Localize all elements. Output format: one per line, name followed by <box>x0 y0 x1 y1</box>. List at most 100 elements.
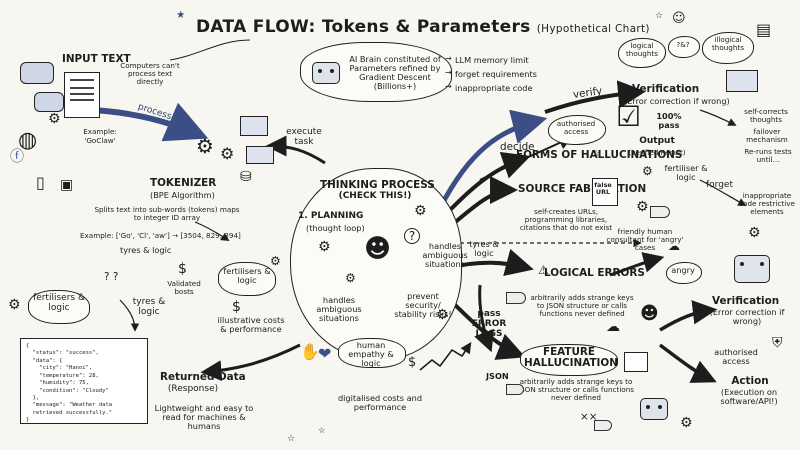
authorised-bottom: authorised access <box>714 347 758 367</box>
decide-label: decide <box>500 141 535 153</box>
gear-icon: ⚙ <box>345 271 356 285</box>
self-corrects: self-corrects thoughts <box>744 107 788 124</box>
arrow-execute <box>265 135 326 165</box>
tokenizer-fertilisers: fertilisers & logic <box>223 266 271 286</box>
reruns: Re-runs tests until... <box>744 147 792 164</box>
gear-icon: ⚙ <box>680 415 693 431</box>
input-heading: INPUT TEXT <box>62 53 131 65</box>
example-value: 'GoClaw' <box>84 136 116 145</box>
example-label: Example: <box>83 127 117 136</box>
thought-bubble <box>618 38 666 68</box>
inappropriate-restrictive: inappropriate code restrictive elements <box>739 191 795 216</box>
json-line: } <box>26 417 30 424</box>
robot-icon <box>734 255 770 283</box>
arrow-right-icon: → <box>445 82 452 91</box>
gear-icon: ⚙ <box>48 111 61 127</box>
verification-heading: Verification <box>712 295 780 307</box>
verification-sub: (Error correction if wrong) <box>709 307 785 327</box>
thought-q: ?&? <box>676 40 690 49</box>
tokenizer-tyres: tyres & logic <box>120 245 172 255</box>
action-heading: Action <box>731 375 769 387</box>
json-line: { <box>26 343 30 349</box>
page-title: DATA FLOW: Tokens & Parameters (Hypothet… <box>196 18 650 37</box>
star-icon: ☆ <box>318 425 326 435</box>
forget-label: forget <box>706 180 733 190</box>
logical-desc: arbitrarily adds strange keys to JSON st… <box>530 293 634 318</box>
title-main: DATA FLOW: Tokens & Parameters <box>196 17 531 37</box>
package-icon: ▣ <box>60 177 74 193</box>
arrow-pass-logs <box>474 284 494 353</box>
facebook-icon: ⓕ <box>10 149 24 165</box>
json-line: "city": "Hanoi", <box>26 365 93 372</box>
robot-icon <box>640 398 668 420</box>
thought-left: logical thoughts <box>625 41 658 58</box>
chat-bubble-icon: ☁ <box>606 319 620 335</box>
empathy-label: human empathy & logic <box>348 340 394 369</box>
returned-tyres: tyres & logic <box>132 297 166 317</box>
question-marks: ? ? <box>104 271 119 283</box>
returned-fertilisers: fertilisers & logic <box>33 293 85 313</box>
pass-logs: pass ERROR LOGS <box>471 309 507 339</box>
arrow-verify <box>544 80 646 114</box>
chat-bubble-icon <box>20 62 54 84</box>
laptop-icon <box>246 146 274 164</box>
brain-text: AI Brain constituted of Parameters refin… <box>349 54 441 92</box>
friendly-consultant: friendly human consultant for 'angry' ca… <box>606 227 684 252</box>
action-sub: (Execution on software/API!) <box>720 387 778 407</box>
arrow-to-hallucinations <box>437 109 548 210</box>
arrow-returned <box>200 343 301 382</box>
dollar-coin-icon: $ <box>178 261 187 277</box>
handles-left: handles ambiguous situations <box>316 295 362 324</box>
returned-sub: (Response) <box>167 384 219 394</box>
json-line: }, <box>26 394 40 401</box>
json-line: "temperature": 28, <box>26 372 99 379</box>
star-icon: ☆ <box>592 149 601 159</box>
database-icon: ⛁ <box>240 169 252 185</box>
source-heading: SOURCE FABRICATION <box>518 183 647 195</box>
tokenizer-desc: Splits text into sub-words (tokens) maps… <box>94 205 240 222</box>
returned-fertilisers-cloud <box>28 290 90 324</box>
pass-label: 100% pass <box>656 111 682 131</box>
document-icon <box>592 178 618 206</box>
laptop-icon <box>726 70 758 92</box>
gear-icon: ⚙ <box>196 134 214 158</box>
warning-icon: ⚠ <box>538 263 549 277</box>
chat-bubble-icon: ☁ <box>668 239 680 253</box>
authorised-top: authorised access <box>556 119 596 136</box>
thinking-check: (CHECK THIS!) <box>338 191 412 201</box>
source-desc: self-creates URLs, programming libraries… <box>519 207 613 232</box>
brain-icon: ☻ <box>364 234 392 264</box>
returned-desc: Lightweight and easy to read for machine… <box>154 403 254 432</box>
gear-icon: ⚙ <box>318 239 331 255</box>
cross-marks: ×× <box>580 411 598 423</box>
thinking-heading: THINKING PROCESS <box>320 179 435 191</box>
brain-issue: LLM memory limit <box>455 55 529 65</box>
json-response-box: { "status": "success", "data": { "city":… <box>20 338 148 424</box>
shield-icon: ⛨ <box>772 335 783 351</box>
question-icon: ? <box>404 228 420 244</box>
checkmark-icon: ☑ <box>616 100 642 133</box>
tokenizer-heading: TOKENIZER <box>150 177 217 189</box>
gear-icon: ⚙ <box>8 297 21 313</box>
thought-bubble <box>702 32 754 64</box>
json-line: retrieved successfully." <box>26 409 113 416</box>
validated-bosts: Validated bosts <box>167 279 201 296</box>
json-line: "status": "success", <box>26 350 99 357</box>
verification-top-heading: Verification <box>632 83 700 95</box>
input-note: Computers can't process text directly <box>120 61 180 86</box>
json-tag: JSON <box>486 371 509 381</box>
logic-gate-icon <box>594 420 612 431</box>
hallucinations-tyres: tyres & logic <box>469 239 499 259</box>
gear-icon: ⚙ <box>636 199 649 215</box>
thought-bubble <box>668 36 700 58</box>
planning-label: 1. PLANNING <box>298 211 364 221</box>
hallucinations-heading: FORMS OF HALLUCINATIONS <box>516 149 683 161</box>
gear-icon: ⚙ <box>270 254 281 268</box>
prevent-risks: prevent security/ stability risks! <box>394 291 452 320</box>
angry-bubble <box>666 262 702 284</box>
gear-icon: ⚙ <box>642 164 653 178</box>
logic-gate-icon <box>506 292 526 304</box>
logic-gate-icon <box>506 384 524 395</box>
monitor-icon <box>240 116 268 136</box>
authorised-bubble <box>548 115 606 145</box>
